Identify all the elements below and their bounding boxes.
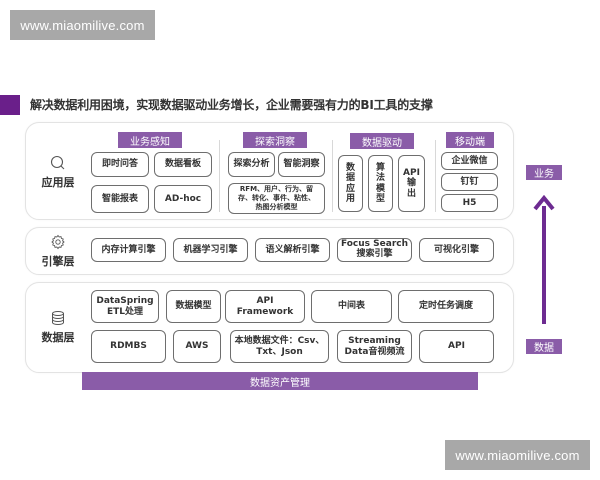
app-item-smart-report[interactable]: 智能报表 [91, 185, 149, 213]
arrow-up-icon [533, 195, 555, 211]
app-item-instant-qa[interactable]: 即时问答 [91, 152, 149, 177]
engine-item-focus-search[interactable]: Focus Search 搜索引擎 [337, 238, 412, 262]
data-item-intermediate-table[interactable]: 中间表 [311, 290, 392, 323]
data-item-aws[interactable]: AWS [173, 330, 221, 363]
engine-item-memory-compute[interactable]: 内存计算引擎 [91, 238, 166, 262]
char: 应 [345, 183, 355, 194]
app-item-h5[interactable]: H5 [441, 194, 498, 212]
gear-icon [51, 234, 65, 250]
char: 据 [345, 173, 355, 184]
streaming-line-2: Data音视频流 [344, 346, 405, 357]
char: API [403, 167, 420, 178]
group-divider [219, 140, 220, 212]
streaming-line-1: Streaming [348, 335, 401, 346]
char: 输 [406, 178, 416, 189]
title-accent-bar [0, 95, 20, 115]
models-line-2: 存、转化、事件、粘性、 [238, 194, 315, 203]
app-item-adhoc[interactable]: AD-hoc [154, 185, 212, 213]
app-item-analysis-models[interactable]: RFM、用户、行为、留 存、转化、事件、粘性、 热图分析模型 [228, 183, 325, 214]
data-asset-management-bar: 数据资产管理 [82, 372, 478, 390]
models-line-1: RFM、用户、行为、留 [239, 185, 314, 194]
char: 出 [406, 188, 416, 199]
search-icon [50, 155, 65, 170]
app-item-wecom[interactable]: 企业微信 [441, 152, 498, 170]
local-files-line-2: Txt、Json [256, 346, 303, 357]
group-tag-mobile: 移动端 [446, 132, 494, 148]
data-item-streaming[interactable]: Streaming Data音视频流 [337, 330, 412, 363]
layer-name: 应用层 [41, 176, 75, 189]
application-layer-label: 应用层 [28, 155, 88, 190]
data-item-api-framework[interactable]: API Framework [225, 290, 305, 323]
flow-label-business: 业务 [526, 165, 562, 180]
data-item-local-files[interactable]: 本地数据文件：Csv、 Txt、Json [230, 330, 329, 363]
data-layer-label: 数据层 [28, 310, 88, 345]
app-item-smart-insight[interactable]: 智能洞察 [278, 152, 325, 177]
app-item-api-output[interactable]: API 输 出 [398, 155, 425, 212]
watermark-bottom: www.miaomilive.com [445, 440, 590, 470]
char: 算 [375, 162, 385, 173]
app-item-explore-analysis[interactable]: 探索分析 [228, 152, 275, 177]
char: 用 [345, 193, 355, 204]
local-files-line-1: 本地数据文件：Csv、 [234, 335, 325, 346]
watermark-top: www.miaomilive.com [10, 10, 155, 40]
group-divider [435, 140, 436, 212]
app-item-dashboard[interactable]: 数据看板 [154, 152, 212, 177]
dataspring-line-1: DataSpring [96, 295, 154, 306]
data-item-scheduled-tasks[interactable]: 定时任务调度 [398, 290, 494, 323]
data-item-rdmbs[interactable]: RDMBS [91, 330, 166, 363]
data-item-data-model[interactable]: 数据模型 [166, 290, 221, 323]
app-item-dingtalk[interactable]: 钉钉 [441, 173, 498, 191]
engine-item-machine-learning[interactable]: 机器学习引擎 [173, 238, 248, 262]
char: 数 [345, 162, 355, 173]
data-item-api[interactable]: API [419, 330, 494, 363]
flow-arrow-shaft [542, 206, 546, 324]
group-tag-exploration: 探索洞察 [243, 132, 307, 148]
page-title: 解决数据利用困境，实现数据驱动业务增长，企业需要强有力的BI工具的支撑 [30, 98, 433, 112]
models-line-3: 热图分析模型 [255, 202, 298, 211]
layer-name: 数据层 [41, 331, 75, 344]
char: 型 [375, 193, 385, 204]
focus-search-line-1: Focus Search [340, 239, 409, 250]
engine-layer-label: 引擎层 [28, 234, 88, 269]
focus-search-line-2: 搜索引擎 [356, 249, 393, 259]
app-item-data-application[interactable]: 数 据 应 用 [338, 155, 363, 212]
group-tag-data-driven: 数据驱动 [350, 133, 414, 149]
char: 法 [375, 173, 385, 184]
database-icon [52, 311, 64, 325]
app-item-algorithm-model[interactable]: 算 法 模 型 [368, 155, 393, 212]
flow-label-data: 数据 [526, 339, 562, 354]
group-divider [332, 140, 333, 212]
dataspring-line-2: ETL处理 [106, 306, 144, 317]
engine-item-visualization[interactable]: 可视化引擎 [419, 238, 494, 262]
layer-name: 引擎层 [41, 255, 75, 268]
engine-item-semantic-parse[interactable]: 语义解析引擎 [255, 238, 330, 262]
char: 模 [375, 183, 385, 194]
group-tag-perception: 业务感知 [118, 132, 182, 148]
data-item-dataspring-etl[interactable]: DataSpring ETL处理 [91, 290, 159, 323]
